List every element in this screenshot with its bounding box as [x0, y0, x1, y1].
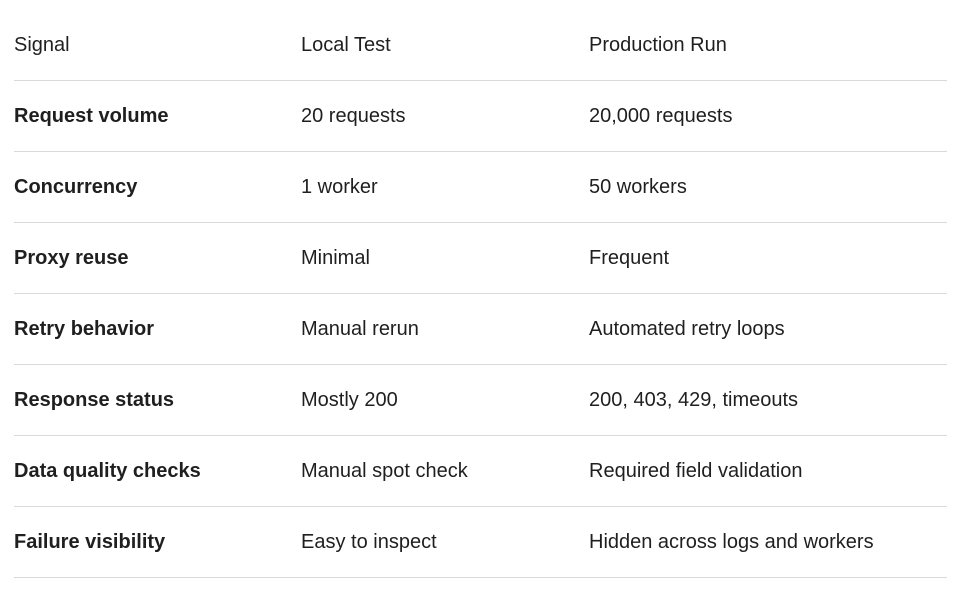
- table-row: Proxy reuse Minimal Frequent: [14, 223, 947, 294]
- production-run-cell: 200, 403, 429, timeouts: [589, 389, 799, 411]
- column-header-signal: Signal: [14, 34, 70, 56]
- signal-cell: Response status: [14, 389, 175, 411]
- signal-cell: Data quality checks: [14, 460, 201, 482]
- local-test-cell: 20 requests: [301, 105, 406, 127]
- table-row: Data quality checks Manual spot check Re…: [14, 436, 947, 507]
- signal-cell: Concurrency: [14, 176, 138, 198]
- table-header-row: Signal Local Test Production Run: [14, 10, 947, 81]
- signal-cell: Proxy reuse: [14, 247, 129, 269]
- local-test-cell: Manual rerun: [301, 318, 419, 340]
- production-run-cell: 20,000 requests: [589, 105, 733, 127]
- signal-cell: Request volume: [14, 105, 169, 127]
- production-run-cell: Hidden across logs and workers: [589, 531, 874, 553]
- table-row: Retry behavior Manual rerun Automated re…: [14, 294, 947, 365]
- column-header-local-test: Local Test: [301, 34, 391, 56]
- local-test-cell: 1 worker: [301, 176, 378, 198]
- local-test-cell: Minimal: [301, 247, 370, 269]
- signal-cell: Retry behavior: [14, 318, 155, 340]
- table-row: Response status Mostly 200 200, 403, 429…: [14, 365, 947, 436]
- table-row: Request volume 20 requests 20,000 reques…: [14, 81, 947, 152]
- comparison-table: Signal Local Test Production Run Request…: [14, 10, 947, 578]
- production-run-cell: Frequent: [589, 247, 670, 269]
- production-run-cell: 50 workers: [589, 176, 687, 198]
- local-test-cell: Easy to inspect: [301, 531, 437, 553]
- local-test-cell: Mostly 200: [301, 389, 398, 411]
- production-run-cell: Required field validation: [589, 460, 803, 482]
- signal-cell: Failure visibility: [14, 531, 166, 553]
- local-test-cell: Manual spot check: [301, 460, 468, 482]
- column-header-production-run: Production Run: [589, 34, 727, 56]
- production-run-cell: Automated retry loops: [589, 318, 785, 340]
- table-row: Failure visibility Easy to inspect Hidde…: [14, 507, 947, 578]
- table-row: Concurrency 1 worker 50 workers: [14, 152, 947, 223]
